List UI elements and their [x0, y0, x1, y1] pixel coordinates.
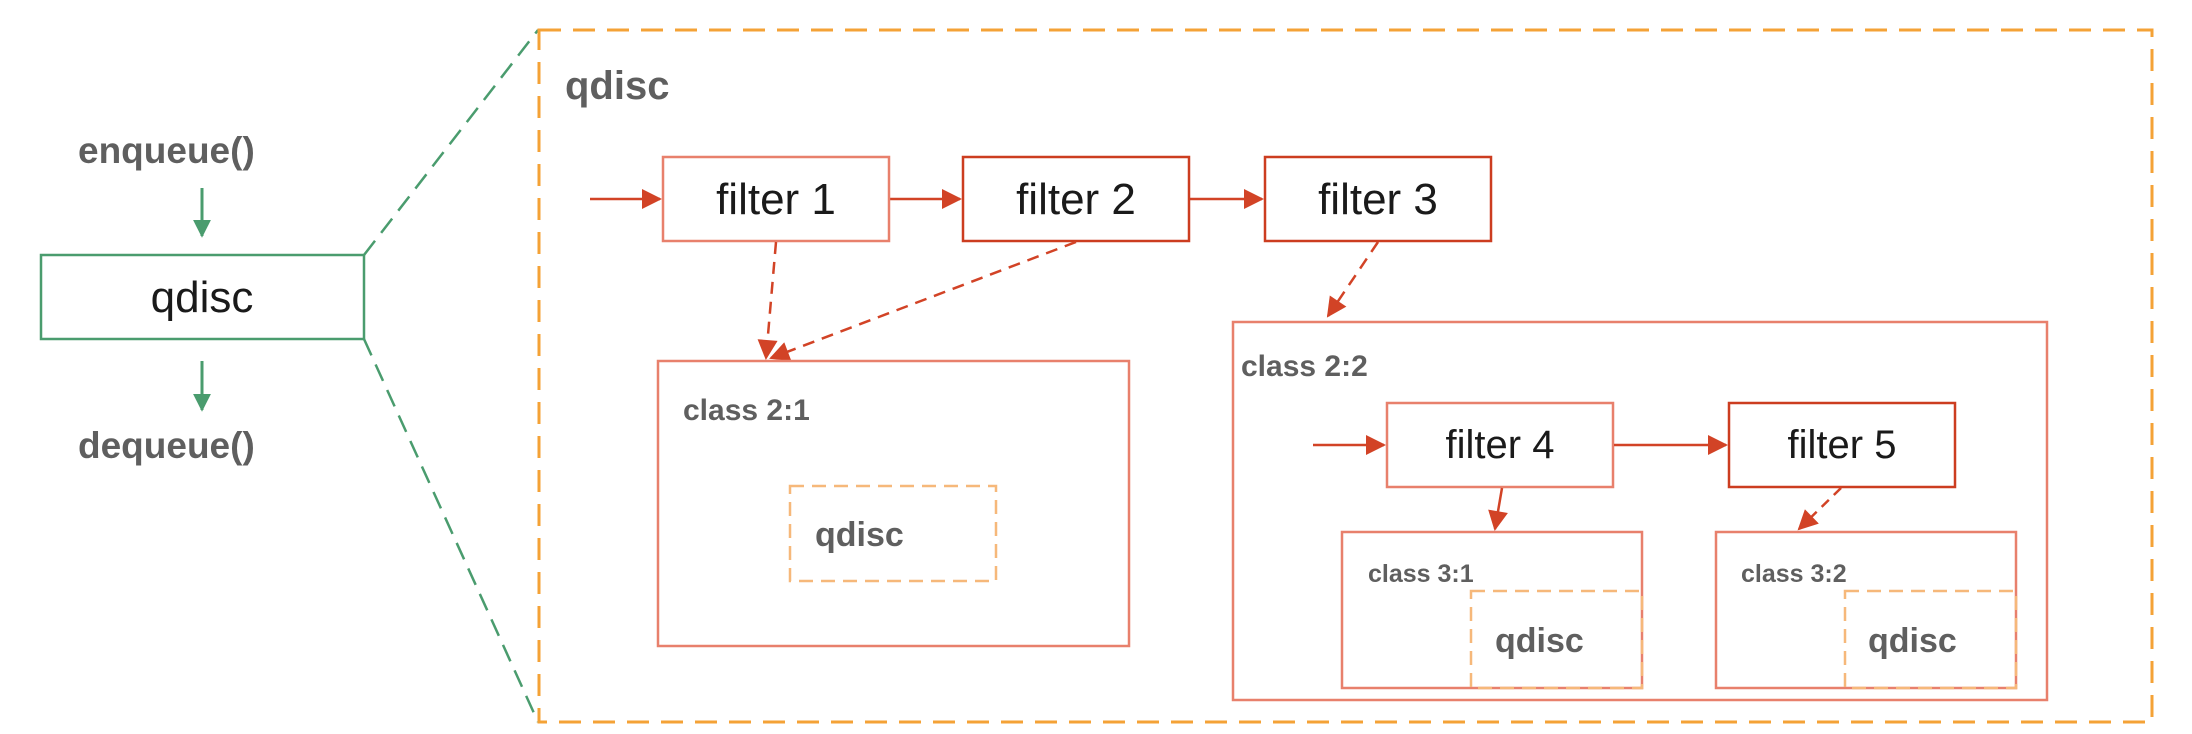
- enqueue-label: enqueue(): [78, 130, 255, 171]
- filter-3-box: [1263, 155, 1493, 243]
- class-2-1-label: class 2:1: [683, 394, 810, 427]
- class-3-2-qdisc-label: qdisc: [1868, 622, 1957, 660]
- class-3-1-qdisc-label: qdisc: [1495, 622, 1584, 660]
- class-3-2-box: [1714, 530, 2018, 690]
- filter-5-label: filter 5: [1788, 423, 1897, 467]
- filter-2-label: filter 2: [1016, 175, 1136, 224]
- top-qdisc-label: qdisc: [151, 273, 254, 322]
- filter-2-box: [961, 155, 1191, 243]
- filter1-to-class21-arrow: [757, 241, 778, 360]
- zoom-guide-bottom: [362, 338, 540, 723]
- class-3-1-label: class 3:1: [1368, 560, 1474, 588]
- filter-4-label: filter 4: [1446, 423, 1555, 467]
- filter3-to-class22-arrow: [1326, 241, 1380, 318]
- class-3-1-box: [1340, 530, 1644, 690]
- filter-1-label: filter 1: [716, 175, 836, 224]
- expanded-qdisc-box: [537, 28, 2154, 724]
- class-3-2-qdisc-box: [1843, 589, 2018, 690]
- dequeue-label: dequeue(): [78, 425, 255, 466]
- expanded-qdisc-title: qdisc: [565, 64, 669, 108]
- class-2-2-box: [1231, 320, 2049, 702]
- filter2-to-class21-arrow: [769, 240, 1077, 361]
- class-2-1-qdisc-box: [788, 484, 998, 583]
- class-2-1-box: [656, 359, 1131, 648]
- left-qdisc-group: enqueue() qdisc dequeue(): [39, 130, 366, 466]
- filter5-to-class32-arrow: [1797, 487, 1842, 531]
- filter-4-box: [1385, 401, 1615, 489]
- filter4-to-class31-arrow: [1488, 487, 1508, 531]
- class-2-2-label: class 2:2: [1241, 350, 1368, 383]
- class-2-1-qdisc-label: qdisc: [815, 516, 904, 554]
- top-qdisc-box: [39, 253, 366, 341]
- class-3-2-label: class 3:2: [1741, 560, 1847, 588]
- filter-1-box: [661, 155, 891, 243]
- filter-5-box: [1727, 401, 1957, 489]
- filter-3-label: filter 3: [1318, 175, 1438, 224]
- class-3-1-qdisc-box: [1469, 589, 1644, 690]
- zoom-guide-top: [363, 29, 539, 256]
